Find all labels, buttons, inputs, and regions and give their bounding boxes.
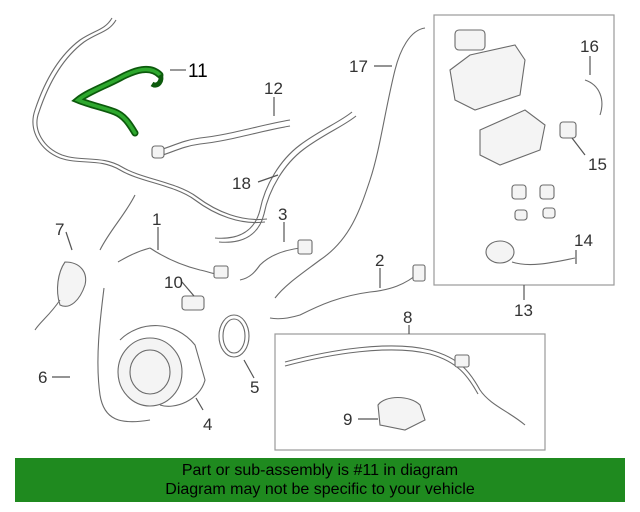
part-7-bracket (56, 261, 87, 307)
callout-12[interactable]: 12 (264, 79, 283, 98)
part-11-end-loop (150, 73, 164, 88)
part-18-line-inner (218, 115, 357, 243)
part-5-gasket (218, 314, 250, 358)
part-13-cap (454, 29, 486, 51)
part-8-harness-inner (284, 349, 479, 395)
part-3-sensor-cable (239, 247, 301, 281)
callout-16[interactable]: 16 (580, 37, 599, 56)
callout-1[interactable]: 1 (152, 210, 161, 229)
part-1-sensor-tail (117, 247, 151, 263)
part-12-pipe (159, 119, 291, 151)
callout-14[interactable]: 14 (574, 231, 593, 250)
callout-13[interactable]: 13 (514, 301, 533, 320)
part-13-mount-d (542, 207, 556, 219)
part-4-pump-body (119, 325, 206, 407)
part-11-hose-core (74, 67, 162, 135)
callout-15[interactable]: 15 (588, 155, 607, 174)
info-banner: Part or sub-assembly is #11 in diagram D… (15, 458, 625, 502)
part-13-canister (449, 44, 526, 111)
callout-4[interactable]: 4 (203, 415, 212, 434)
callout-3[interactable]: 3 (278, 205, 287, 224)
part-1-connector (213, 265, 229, 279)
part-12-pipe-inner (159, 125, 291, 157)
part-13-filter (485, 240, 515, 264)
part-12-fitting (151, 145, 165, 159)
vacuum-hose-part-inner (36, 19, 268, 221)
part-13-mount-c (514, 209, 528, 221)
leader-lines (52, 56, 591, 420)
callout-5[interactable]: 5 (250, 378, 259, 397)
callout-7[interactable]: 7 (55, 220, 64, 239)
callout-2[interactable]: 2 (375, 251, 384, 270)
part-13-bracket (479, 109, 546, 166)
part-13-mount-a (511, 184, 527, 200)
vacuum-hose-part (32, 17, 266, 224)
part-14-line (511, 257, 576, 266)
part-3-connector (297, 239, 313, 255)
part-2-connector (412, 264, 426, 282)
banner-line-1: Part or sub-assembly is #11 in diagram (181, 462, 459, 479)
callout-8[interactable]: 8 (403, 308, 412, 327)
part-4-pump (117, 337, 183, 407)
part-8-clip (454, 354, 470, 368)
part-2-sensor-cable (269, 271, 421, 320)
part-9-valve (377, 396, 426, 431)
banner-line-2: Diagram may not be specific to your vehi… (165, 481, 475, 498)
part-17-line (274, 27, 426, 299)
part-15-valve (559, 121, 577, 139)
callout-labels: 11 12 18 17 3 1 2 10 7 6 4 5 8 9 13 16 1… (38, 37, 607, 434)
parts-diagram: 11 12 18 17 3 1 2 10 7 6 4 5 8 9 13 16 1… (32, 14, 615, 451)
callout-9[interactable]: 9 (343, 410, 352, 429)
part-8-harness (284, 345, 526, 426)
part-16-hose (584, 79, 603, 116)
callout-10[interactable]: 10 (164, 273, 183, 292)
part-6-tube (97, 287, 151, 423)
part-8-assembly-box (274, 333, 546, 451)
part-7-cable (34, 194, 136, 331)
part-4-pump-face (129, 349, 171, 395)
callout-18[interactable]: 18 (232, 174, 251, 193)
part-5-gasket-inner (222, 318, 246, 354)
callout-17[interactable]: 17 (349, 57, 368, 76)
callout-6[interactable]: 6 (38, 368, 47, 387)
part-13-mount-b (539, 184, 555, 200)
part-1-sensor-cable (149, 247, 223, 275)
callout-11[interactable]: 11 (188, 61, 208, 82)
part-18-line (214, 111, 353, 239)
part-10-valve (181, 295, 205, 311)
